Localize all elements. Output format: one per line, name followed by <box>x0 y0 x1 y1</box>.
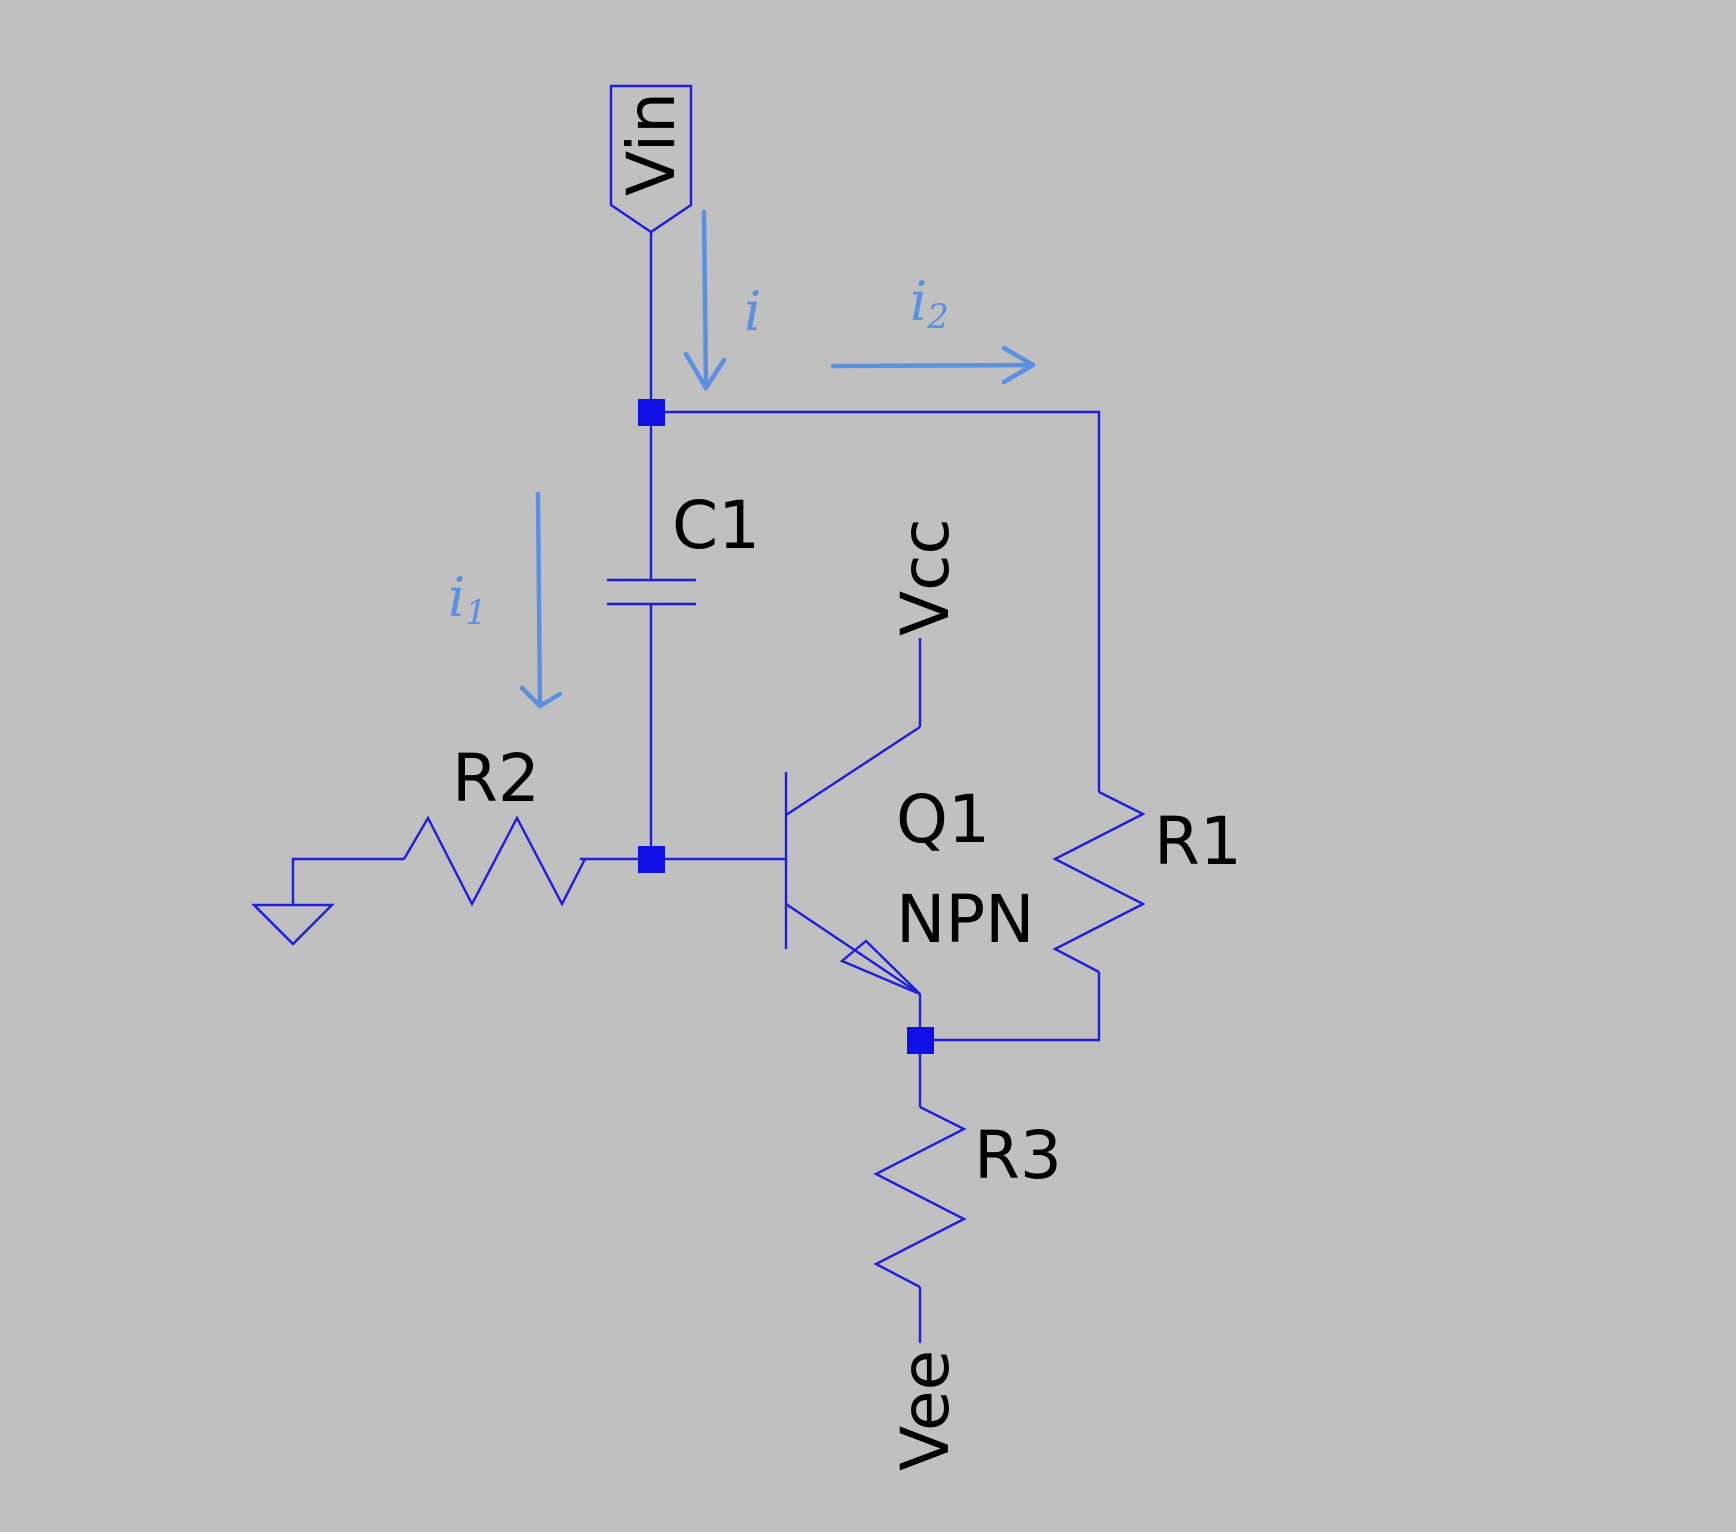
wire-emitter-node-to-r1 <box>920 972 1101 1042</box>
current-i2-subscript: 2 <box>926 297 949 337</box>
q1-emitter-arrow <box>839 939 921 996</box>
ground-icon <box>251 903 335 946</box>
q1-label: Q1 <box>896 781 990 858</box>
vee-label: Vee <box>887 1350 964 1471</box>
q1-emitter-lead <box>785 903 921 995</box>
r1-label: R1 <box>1154 803 1242 880</box>
wire-ground-to-r2 <box>291 857 404 905</box>
current-i2-arrow-shaft <box>830 362 1036 369</box>
current-i-arrow-shaft <box>701 209 709 391</box>
r3-label: R3 <box>974 1117 1062 1194</box>
current-i2-label: i2 <box>910 270 949 337</box>
r2-label: R2 <box>452 740 540 817</box>
transistor-q1 <box>784 725 922 1040</box>
current-i1-label: i1 <box>448 566 487 633</box>
current-i-label: i <box>744 280 761 343</box>
current-i2-arrow-head <box>1001 345 1036 385</box>
vin-port-symbol <box>609 84 693 234</box>
resistor-r3 <box>873 1105 967 1289</box>
resistor-r1 <box>1052 790 1146 974</box>
junction-emitter <box>907 1027 934 1054</box>
wires <box>291 232 1101 1343</box>
current-i2-annotation: i2 <box>830 270 1036 385</box>
capacitor-c1 <box>607 578 696 606</box>
current-i-arrow-head <box>683 351 727 391</box>
vin-label: Vin <box>613 92 690 196</box>
current-i1-annotation: i1 <box>448 491 563 709</box>
q1-type-label: NPN <box>896 881 1035 958</box>
current-i1-arrow-shaft <box>535 491 543 709</box>
c1-label: C1 <box>672 487 760 564</box>
current-i1-symbol: i <box>448 566 465 629</box>
current-i-symbol: i <box>744 280 761 343</box>
vcc-label: Vcc <box>887 518 964 636</box>
current-i2-symbol: i <box>910 270 927 333</box>
resistor-r2 <box>402 815 587 907</box>
junction-top <box>638 399 665 426</box>
q1-collector-lead <box>785 725 921 817</box>
current-i1-arrow-head <box>519 685 563 709</box>
current-i1-subscript: 1 <box>465 593 487 633</box>
junction-base <box>638 846 665 873</box>
wire-top-node-to-r1 <box>651 410 1101 792</box>
current-i-annotation: i <box>683 209 761 391</box>
